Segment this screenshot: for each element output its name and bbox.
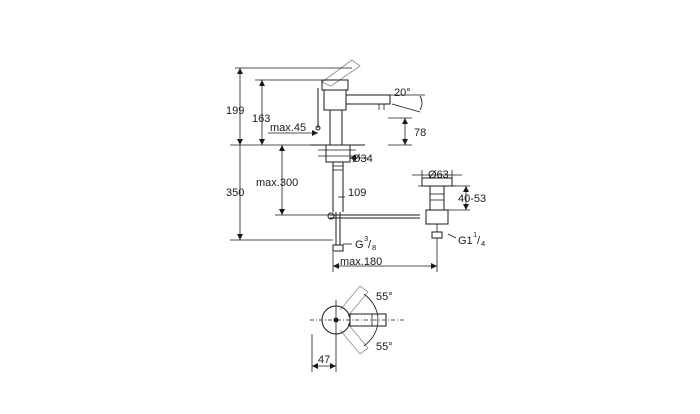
- dim-max-45: max.45: [270, 122, 306, 134]
- dim-199: 199: [226, 105, 244, 117]
- spout-dimension-lines: [338, 94, 425, 198]
- waste-dimension-lines: [332, 170, 470, 272]
- svg-text:/: /: [477, 235, 481, 247]
- svg-text:/: /: [368, 239, 372, 251]
- dim-47: 47: [318, 354, 330, 366]
- dim-163: 163: [252, 113, 270, 125]
- dim-diameter-63: Ø63: [428, 169, 449, 181]
- plan-view: [310, 285, 405, 372]
- svg-text:8: 8: [372, 243, 376, 252]
- thread-g1-1-4: G1 1 / 4: [458, 230, 485, 248]
- dim-diameter-34: Ø34: [352, 153, 373, 165]
- dim-55-degree-bottom: 55°: [376, 341, 393, 353]
- svg-text:4: 4: [481, 239, 485, 248]
- svg-text:1: 1: [473, 230, 477, 239]
- dim-109: 109: [348, 187, 366, 199]
- svg-text:G1: G1: [458, 235, 473, 247]
- svg-text:3: 3: [364, 234, 368, 243]
- dim-55-degree-top: 55°: [376, 291, 393, 303]
- dim-20-degree: 20°: [394, 87, 411, 99]
- svg-text:G: G: [355, 239, 364, 251]
- dim-40-53: 40-53: [458, 193, 486, 205]
- dim-max-300: max.300: [256, 177, 298, 189]
- faucet-body: [310, 59, 420, 252]
- dim-350: 350: [226, 187, 244, 199]
- dim-max-180: max.180: [340, 256, 382, 268]
- dimension-labels: 199 163 max.45 20° 78 Ø34 max.300 109 35…: [226, 87, 486, 366]
- vertical-dimension-lines: [230, 67, 352, 241]
- dim-78: 78: [414, 127, 426, 139]
- thread-g-3-8: G 3 / 8: [355, 234, 376, 252]
- waste-fitting: [418, 177, 456, 239]
